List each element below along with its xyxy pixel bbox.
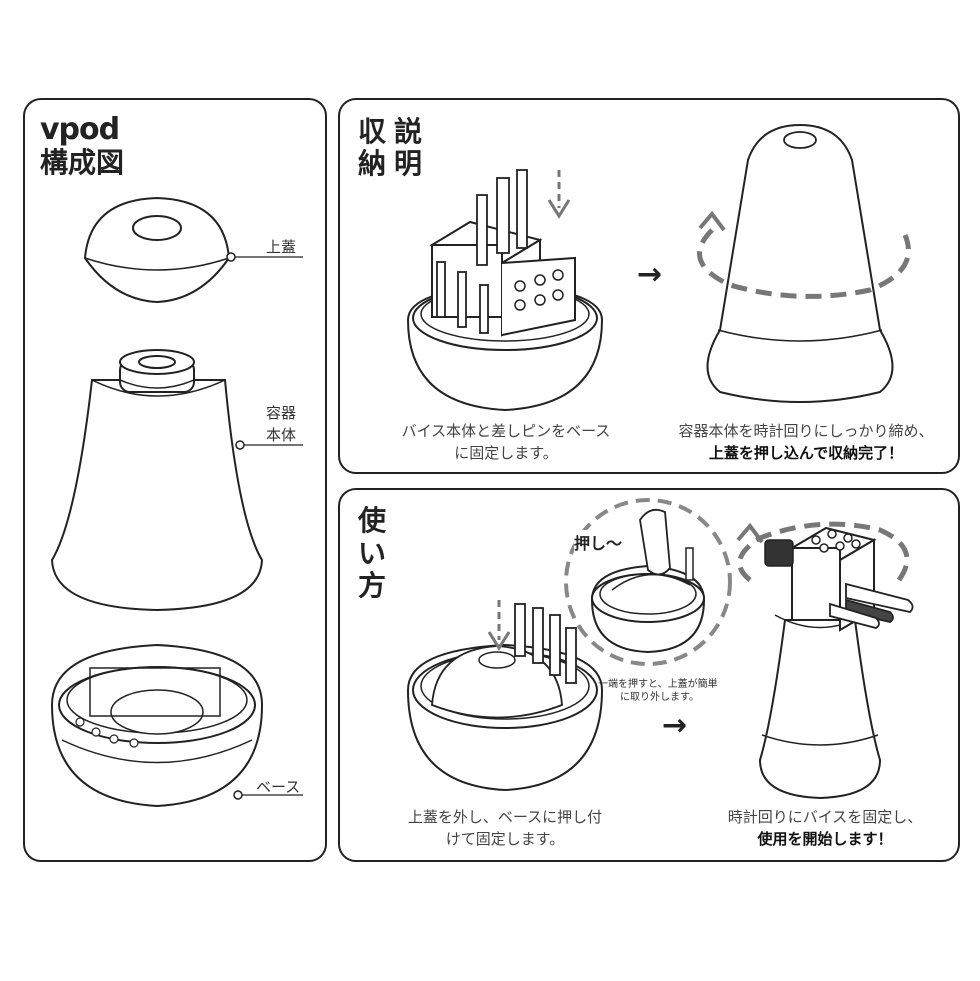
usage-caption-left: 上蓋を外し、ベースに押し付 けて固定します。 (378, 806, 632, 850)
storage-caption-left: バイス本体と差しピンをベース に固定します。 (366, 420, 646, 464)
usage-note: 一端を押すと、上蓋が簡単 に取り外します。 (598, 678, 728, 704)
storage-caption-left-line1: バイス本体と差しピンをベース (401, 422, 611, 440)
usage-title-char3: 方 (358, 569, 387, 602)
push-label: 押し～ (574, 530, 623, 554)
usage-arrow: → (662, 708, 688, 743)
storage-title-char1: 収 (358, 115, 387, 148)
label-lid: 上蓋 (266, 238, 297, 256)
usage-caption-right-line2: 使用を開始します！ (757, 830, 893, 848)
usage-title-char1: 使 (358, 504, 387, 537)
storage-title-char2: 納 (358, 147, 387, 180)
usage-caption-left-line2: けて固定します。 (445, 830, 565, 848)
parts-title: 構成図 (40, 146, 125, 179)
usage-note-line1: 一端を押すと、上蓋が簡単 (598, 679, 718, 690)
usage-caption-left-line1: 上蓋を外し、ベースに押し付 (407, 808, 603, 826)
usage-note-line2: に取り外します。 (620, 692, 699, 703)
storage-title-char4: 明 (394, 147, 423, 180)
storage-caption-left-line2: に固定します。 (454, 444, 558, 462)
brand-logo: vpod (40, 112, 120, 147)
usage-title-char2: い (358, 537, 387, 570)
storage-arrow: → (637, 257, 663, 292)
label-body-line2: 本体 (266, 426, 297, 444)
usage-caption-right: 時計回りにバイスを固定し、 使用を開始します！ (700, 806, 950, 850)
storage-caption-right: 容器本体を時計回りにしっかり締め、 上蓋を押し込んで収納完了！ (660, 420, 952, 464)
usage-caption-right-line1: 時計回りにバイスを固定し、 (727, 808, 923, 826)
storage-caption-right-line1: 容器本体を時計回りにしっかり締め、 (678, 422, 934, 440)
storage-caption-right-line2: 上蓋を押し込んで収納完了！ (708, 444, 904, 462)
storage-title-char3: 説 (394, 115, 423, 148)
label-body-line1: 容器 (266, 404, 297, 422)
label-base: ベース (256, 778, 301, 796)
